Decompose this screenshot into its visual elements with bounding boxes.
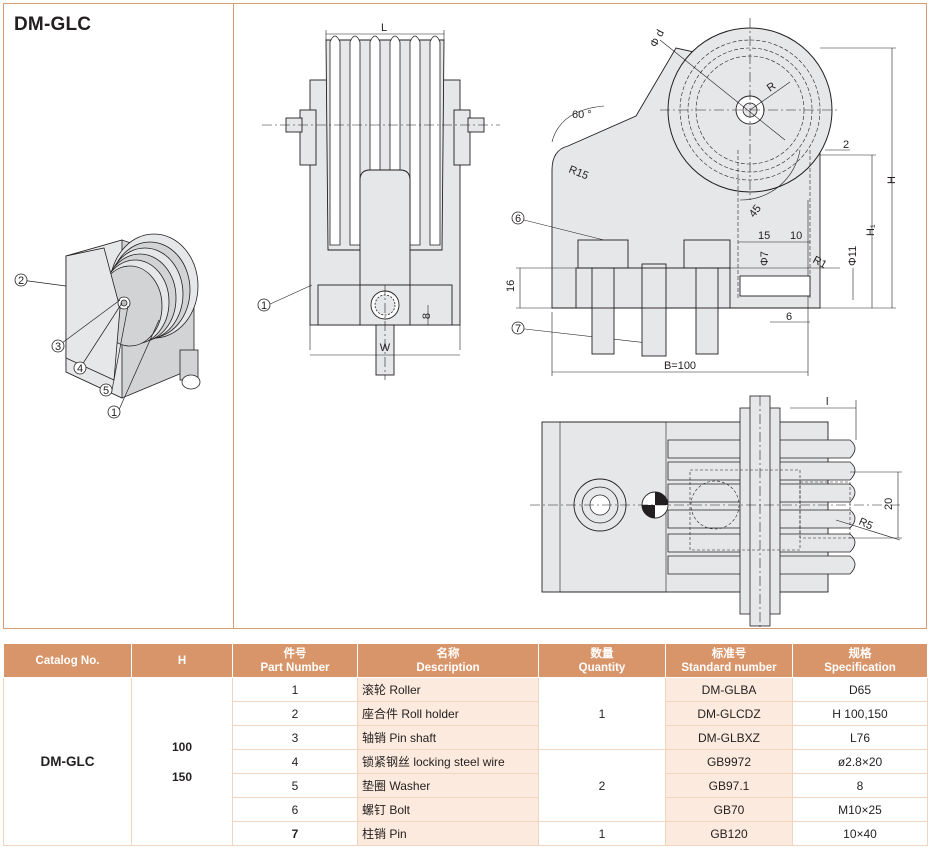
technical-drawings: L W 8 1 bbox=[257, 18, 902, 628]
dim-phi-d: Φ d bbox=[648, 28, 667, 49]
specification-cell: H 100,150 bbox=[792, 701, 928, 726]
description-cell: 柱销 Pin bbox=[357, 821, 539, 846]
specification-cell: M10×25 bbox=[792, 797, 928, 822]
svg-text:6: 6 bbox=[515, 213, 521, 225]
specification-cell: L76 bbox=[792, 725, 928, 750]
dim-10: 10 bbox=[790, 230, 802, 242]
specification-cell: 8 bbox=[792, 773, 928, 798]
table-row: 4 锁紧钢丝 locking steel wire 2 GB9972 ø2.8×… bbox=[4, 749, 928, 822]
svg-text:4: 4 bbox=[77, 363, 83, 375]
dim-60deg: 60 ° bbox=[572, 109, 592, 121]
table-row: 7 柱销 Pin 1 GB120 10×40 bbox=[4, 821, 928, 846]
top-view: l 20 R5 bbox=[530, 395, 902, 628]
drawing-panel bbox=[233, 3, 927, 629]
dim-l: l bbox=[826, 396, 828, 408]
catalog-no-cell: DM-GLC bbox=[3, 677, 132, 846]
dim-45: 45 bbox=[747, 203, 764, 220]
standard-number-cell: GB9972 bbox=[665, 749, 793, 774]
dim-6: 6 bbox=[786, 311, 792, 323]
standard-number-cell: GB70 bbox=[665, 797, 793, 822]
dim-H1: H₁ bbox=[865, 224, 877, 236]
dim-15: 15 bbox=[758, 230, 770, 242]
dim-phi7: Φ7 bbox=[759, 251, 771, 266]
col-catalog-no: Catalog No. bbox=[3, 643, 132, 678]
callout-circle: 4 bbox=[73, 361, 87, 375]
quantity-cell: 1 bbox=[538, 821, 666, 846]
standard-number-cell: GB97.1 bbox=[665, 773, 793, 798]
dim-8: 8 bbox=[421, 313, 433, 319]
standard-number-cell: DM-GLCDZ bbox=[665, 701, 793, 726]
specification-cell: 10×40 bbox=[792, 821, 928, 846]
front-view: L W 8 1 bbox=[257, 22, 500, 380]
part-number-cell: 6 bbox=[232, 797, 358, 822]
product-title: DM-GLC bbox=[14, 14, 92, 35]
svg-text:2: 2 bbox=[18, 275, 24, 287]
svg-text:5: 5 bbox=[103, 385, 109, 397]
dim-phi11: Φ11 bbox=[847, 246, 859, 266]
svg-text:3: 3 bbox=[55, 341, 61, 353]
description-cell: 座合件 Roll holder bbox=[357, 701, 539, 726]
dim-R5: R5 bbox=[857, 516, 875, 533]
col-h: H bbox=[131, 643, 233, 678]
quantity-cell: 1 bbox=[538, 677, 666, 750]
dim-2: 2 bbox=[843, 139, 849, 151]
svg-text:1: 1 bbox=[111, 407, 117, 419]
dim-W: W bbox=[380, 342, 391, 354]
side-view: Φ d R 60 ° R15 2 45 15 10 Φ7 R1 Φ11 H H₁… bbox=[505, 18, 898, 376]
specification-cell: D65 bbox=[792, 677, 928, 702]
part-number-cell: 1 bbox=[232, 677, 358, 702]
callout-circle: 1 bbox=[257, 298, 271, 312]
table-row: 6 螺钉 Bolt GB70 M10×25 bbox=[4, 797, 928, 822]
dim-B: B=100 bbox=[664, 360, 696, 372]
dim-L: L bbox=[381, 22, 387, 34]
description-cell: 垫圈 Washer bbox=[357, 773, 539, 798]
specification-cell: ø2.8×20 bbox=[792, 749, 928, 774]
part-number-cell: 4 bbox=[232, 749, 358, 774]
table-row: 3 轴销 Pin shaft DM-GLBXZ L76 bbox=[4, 725, 928, 750]
callout-circle: 6 bbox=[511, 211, 525, 225]
callout-circle: 3 bbox=[51, 339, 65, 353]
dim-20: 20 bbox=[883, 498, 895, 510]
part-number-cell: 5 bbox=[232, 773, 358, 798]
dim-16: 16 bbox=[505, 280, 517, 292]
callout-circle: 5 bbox=[99, 383, 113, 397]
part-number-cell: 2 bbox=[232, 701, 358, 726]
callout-circle: 1 bbox=[107, 405, 121, 419]
quantity-cell: 2 bbox=[538, 749, 666, 822]
table-row: 2 座合件 Roll holder DM-GLCDZ H 100,150 bbox=[4, 701, 928, 726]
callout-circle: 2 bbox=[14, 273, 28, 287]
callout-circle: 7 bbox=[511, 321, 525, 335]
isometric-view: 2 3 4 5 1 bbox=[14, 233, 201, 419]
part-number-cell: 7 bbox=[232, 821, 358, 846]
description-cell: 锁紧钢丝 locking steel wire bbox=[357, 749, 539, 774]
svg-text:1: 1 bbox=[261, 300, 267, 312]
standard-number-cell: GB120 bbox=[665, 821, 793, 846]
description-cell: 滚轮 Roller bbox=[357, 677, 539, 702]
description-cell: 螺钉 Bolt bbox=[357, 797, 539, 822]
dim-R1: R1 bbox=[811, 254, 829, 271]
standard-number-cell: DM-GLBXZ bbox=[665, 725, 793, 750]
svg-text:7: 7 bbox=[515, 323, 521, 335]
iso-callouts: 2 3 4 5 1 bbox=[14, 273, 121, 419]
description-cell: 轴销 Pin shaft bbox=[357, 725, 539, 750]
part-number-cell: 3 bbox=[232, 725, 358, 750]
standard-number-cell: DM-GLBA bbox=[665, 677, 793, 702]
dim-H: H bbox=[886, 176, 898, 184]
